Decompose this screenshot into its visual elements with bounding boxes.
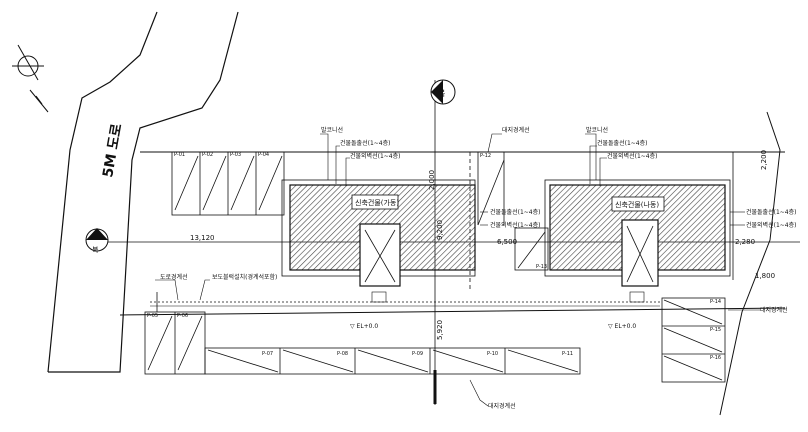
annotation-text: 발코니선 <box>321 126 343 134</box>
dimension-label: 2,000 <box>428 170 436 190</box>
building-b <box>544 179 731 303</box>
parking-right <box>661 297 726 383</box>
annotation-text: 대지경계선 <box>760 306 788 314</box>
parking-label: P-05 <box>147 313 158 319</box>
road-label: 5M 도로 <box>100 122 125 178</box>
annotation-text: 도로경계선 <box>160 273 188 281</box>
parking-label: P-10 <box>487 351 498 357</box>
dimension-label: 1,800 <box>755 272 775 280</box>
parking-label: P-13 <box>536 264 547 270</box>
dimension-label: 13,120 <box>190 234 215 242</box>
parking-label: P-07 <box>262 351 273 357</box>
dimension-label: 2,200 <box>760 150 768 170</box>
annotation-text: 건물외벽선(1~4층) <box>490 221 540 229</box>
building-name: 신축건물(나동) <box>615 200 659 209</box>
parking-middle <box>477 152 549 271</box>
annotation-text: 건물돌출선(1~4층) <box>490 208 540 216</box>
north-marker-left: 북 <box>85 228 109 254</box>
parking-left <box>144 311 206 375</box>
annotation-text: 건물외벽선(1~4층) <box>607 152 657 160</box>
parking-label: P-11 <box>562 351 573 357</box>
parking-label: P-12 <box>480 153 491 159</box>
parking-label: P-06 <box>177 313 188 319</box>
annotation-text: 건물돌출선(1~4층) <box>340 139 390 147</box>
annotation-text: 보도블럭설치(경계석포함) <box>212 273 277 281</box>
parking-label: P-15 <box>710 327 721 333</box>
parking-bottom <box>204 347 581 375</box>
elevation-mark: ▽ EL+0.0 <box>608 323 636 330</box>
dimension-label: 6,500 <box>497 238 517 246</box>
north-marker-label: 북 <box>438 89 445 98</box>
parking-label: P-04 <box>258 152 269 158</box>
dimension-label: 9,200 <box>436 220 444 240</box>
building-a <box>281 179 476 303</box>
annotation-text: 건물외벽선(1~4층) <box>350 152 400 160</box>
annotation-text: 발코니선 <box>586 126 608 134</box>
annotation-text: 건물외벽선(1~4층) <box>746 221 796 229</box>
road-boundary-lines <box>47 11 239 373</box>
north-marker-top: 북 <box>430 79 456 105</box>
parking-top-left <box>171 151 285 216</box>
dimension-label: 5,920 <box>436 320 444 340</box>
annotation-text: 건물돌출선(1~4층) <box>597 139 647 147</box>
north-marker-label: 북 <box>92 246 99 254</box>
annotation-text: 대지경계선 <box>502 126 530 134</box>
parking-label: P-14 <box>710 299 721 305</box>
parking-label: P-16 <box>710 355 721 361</box>
parking-label: P-08 <box>337 351 348 357</box>
dimension-label: 2,280 <box>735 238 755 246</box>
building-name: 신축건물(가동) <box>355 198 399 207</box>
compass-icon <box>12 44 49 113</box>
annotation-text: 건물돌출선(1~4층) <box>746 208 796 216</box>
parking-label: P-02 <box>202 152 213 158</box>
elevation-mark: ▽ EL+0.0 <box>350 323 378 330</box>
parking-label: P-03 <box>230 152 241 158</box>
parking-label: P-01 <box>174 152 185 158</box>
leader-lines <box>155 133 760 407</box>
parking-label: P-09 <box>412 351 423 357</box>
annotation-text: 대지경계선 <box>488 402 516 410</box>
